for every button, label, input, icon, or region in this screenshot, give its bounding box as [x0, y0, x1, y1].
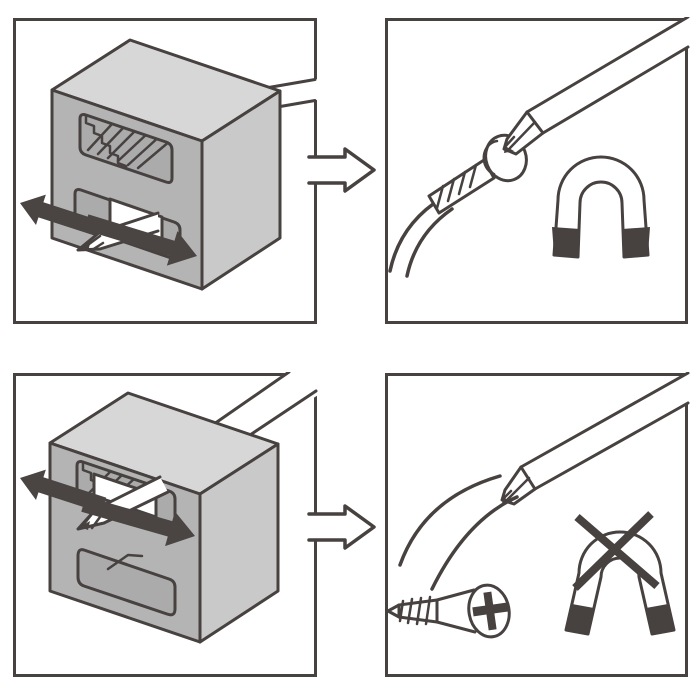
screw-tip: [386, 603, 401, 619]
magnet-pole: [552, 227, 580, 256]
magnetizer-block: [50, 38, 282, 291]
fall-motion-lines: [398, 474, 519, 591]
phillips-tip: [502, 110, 545, 156]
screw-head-rim: [482, 139, 499, 176]
panel-magnetize-step: [13, 18, 317, 324]
screwdriver-shaft: [519, 372, 690, 491]
falling-screw: [386, 583, 511, 639]
panel-demagnetized-result: [385, 372, 690, 677]
top-result-arrow: [307, 147, 376, 193]
slide-right-arrow: [83, 214, 197, 266]
magnet-pole: [566, 604, 594, 634]
bottom-result-arrow: [307, 504, 376, 550]
crossed-out-magnet-icon: [564, 511, 676, 636]
slot-hatching: [84, 114, 172, 171]
magnet-pole: [646, 604, 674, 634]
cross-out-bar: [572, 511, 654, 591]
slot-reflection-mark: [106, 553, 144, 571]
magnet-pole: [622, 227, 650, 256]
hatched-demagnetize-slot: [78, 113, 174, 184]
slide-right-arrow: [81, 496, 195, 547]
panel-demagnetize-step: [13, 372, 318, 677]
tip-groove: [504, 146, 514, 153]
screwdriver-shaft: [525, 17, 690, 135]
screwdriver-shaft: [212, 372, 318, 437]
bit-groove: [80, 521, 90, 530]
empty-magnetize-slot: [76, 548, 177, 617]
horseshoe-magnet-icon: [552, 155, 650, 259]
bit-groove: [81, 244, 90, 251]
phillips-cross: [472, 591, 509, 631]
panel-magnetized-result: [385, 17, 690, 324]
